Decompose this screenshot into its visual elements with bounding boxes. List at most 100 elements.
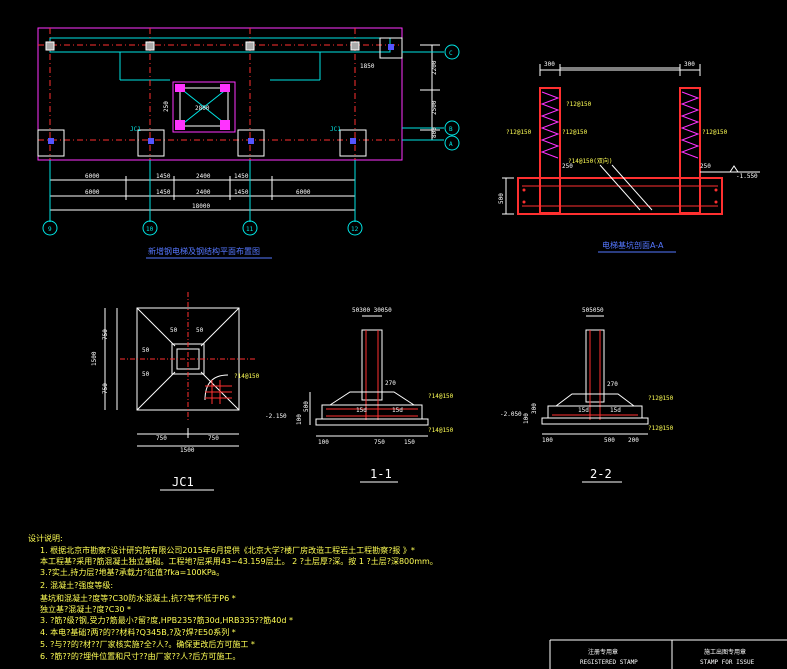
s11-dim-270: 270 (385, 380, 396, 387)
axis-10-circle (142, 220, 158, 236)
jc1-dim-750-d: 750 (208, 435, 219, 442)
s22-dim-200: 200 (628, 437, 639, 444)
section-2-2 (541, 315, 649, 435)
jc1-footing (104, 292, 256, 447)
plan-view (37, 27, 460, 236)
plan-boundary (37, 27, 403, 161)
s11-dim-100: 100 (296, 414, 303, 425)
dim-total: 18000 (192, 203, 210, 210)
note-line-8: 5. ?与??的?材??厂家核实施?全?人?。确保更改后方可施工 * (40, 640, 255, 649)
stamp-1-cn: 注册专用章 (588, 648, 618, 656)
s11-dim-750: 750 (374, 439, 385, 446)
title-block (549, 639, 787, 669)
axis-a-label: A (449, 141, 453, 148)
column-2 (245, 41, 255, 51)
s11-dim-15d-b: 15d (392, 407, 403, 414)
axis-11-label: 11 (246, 226, 254, 233)
s22-dim-270: 270 (607, 381, 618, 388)
note-line-9: 6. ?筋??的?埋件位置和尺寸??由厂家??人?后方可施工。 (40, 652, 241, 661)
note-line-2: 3.?实土,持力层?地基?承载力?征值?fka=100KPa。 (40, 568, 225, 577)
axis-12-label: 12 (351, 226, 359, 233)
s11-caption: 1-1 (370, 467, 392, 481)
jc1-dim-50-b: 50 (196, 327, 204, 334)
section-1-1 (309, 315, 429, 437)
axis-12-circle (347, 220, 363, 236)
s22-dim-300: 300 (531, 403, 538, 414)
s11-rebar-2: ?14@150 (428, 427, 454, 434)
note-line-1: 本工程基?采用?筋混凝土独立基础。工程地?层采用43~43.159层土。 2 ?… (40, 557, 438, 566)
jc1-dim-50-c: 50 (142, 347, 150, 354)
jc1-dim-50-a: 50 (170, 327, 178, 334)
dim-row2-3: 1450 (234, 189, 249, 196)
pit-rebar-3: ?12@150 (562, 129, 588, 136)
dim-row1-1: 1450 (156, 173, 171, 180)
note-line-5: 独立基?混凝土?度?C30 * (40, 605, 132, 614)
axis-a-circle (444, 135, 460, 151)
jc1-rebar: ?14@150 (234, 373, 260, 380)
s22-dim-15d-a: 15d (578, 407, 589, 414)
s11-dim-500: 500 (303, 401, 310, 412)
s22-rebar-2: ?12@150 (648, 425, 674, 432)
pit-dim-500: 500 (498, 193, 505, 204)
s11-dim-150: 150 (404, 439, 415, 446)
s22-dim-15d-b: 15d (610, 407, 621, 414)
pit-rebar-mid: ?14@150(双向) (568, 157, 613, 165)
pit-rebar-5: ?12@150 (702, 129, 728, 136)
dim-250: 250 (163, 101, 170, 112)
dim-row1-0: 6000 (85, 173, 100, 180)
dim-row1-2: 2400 (196, 173, 211, 180)
jc1-dim-50-d: 50 (142, 371, 150, 378)
axis-9-label: 9 (48, 226, 52, 233)
note-line-4: 基坑和混凝土?度等?C30防水混凝土,抗??等不低于P6 * (40, 594, 236, 603)
pit-section (502, 64, 760, 215)
jc1-label-b: JC1 (330, 126, 341, 133)
s22-caption: 2-2 (590, 467, 612, 481)
jc1-dim-750-a: 750 (102, 329, 109, 340)
s22-elev: -2.050 (500, 411, 522, 418)
axis-11-circle (242, 220, 258, 236)
s22-rebar-1: ?12@150 (648, 395, 674, 402)
s11-rebar-1: ?14@150 (428, 393, 454, 400)
s11-elev: -2.150 (265, 413, 287, 420)
dim-1850: 1850 (360, 63, 375, 70)
s22-dim-500: 500 (604, 437, 615, 444)
pit-section-title: 电梯基坑剖面A-A (602, 240, 664, 250)
note-line-3: 2. 混凝土?强度等级: (40, 581, 114, 590)
axis-c-circle (444, 44, 460, 60)
pit-dim-250-a: 250 (562, 163, 573, 170)
notes-heading: 设计说明: (28, 534, 63, 543)
s11-dim-100-w: 100 (318, 439, 329, 446)
s22-dim-top: 505050 (582, 307, 604, 314)
axis-9-circle (42, 220, 58, 236)
stamp-2-en: STAMP FOR ISSUE (700, 659, 755, 666)
axis-b-circle (444, 120, 460, 136)
dim-row2-2: 2400 (196, 189, 211, 196)
dim-800: 800 (431, 127, 438, 138)
pit-rebar-2: ?12@150 (506, 129, 532, 136)
dim-2200: 2200 (431, 60, 438, 75)
jc1-dim-750-b: 750 (102, 383, 109, 394)
dim-row2-4: 6000 (296, 189, 311, 196)
s11-dim-15d-a: 15d (356, 407, 367, 414)
s22-dim-100-w: 100 (542, 437, 553, 444)
pit-dim-300-a: 300 (544, 61, 555, 68)
dim-2800: 2800 (195, 105, 210, 112)
pit-dim-250-b: 250 (700, 163, 711, 170)
note-line-0: 1. 根据北京市勘察?设计研究院有限公司2015年6月提供《北京大学?楼厂房改造… (40, 546, 415, 555)
column-3 (350, 41, 360, 51)
dim-row2-1: 1450 (156, 189, 171, 196)
jc1-dim-750-c: 750 (156, 435, 167, 442)
note-line-7: 4. 本电?基础?两?的??材料?Q345B,?及?焊?E50系列 * (40, 628, 236, 637)
pit-rebar-1: ?12@150 (566, 101, 592, 108)
plan-title: 新增钢电梯及钢结构平面布置图 (148, 246, 260, 256)
note-line-6: 3. ?筋?级?钢,受力?筋最小?留?度,HPB235?筋30d,HRB335?… (40, 616, 294, 625)
dim-row2-0: 6000 (85, 189, 100, 196)
dim-row1-3: 1450 (234, 173, 249, 180)
dim-2500: 2500 (431, 100, 438, 115)
s22-dim-100: 100 (523, 413, 530, 424)
pit-elev: -1.550 (736, 173, 758, 180)
axis-b-label: B (449, 126, 453, 133)
s11-dim-top: 50300 30050 (352, 307, 392, 314)
axis-c-label: C (449, 50, 453, 57)
column-1 (145, 41, 155, 51)
